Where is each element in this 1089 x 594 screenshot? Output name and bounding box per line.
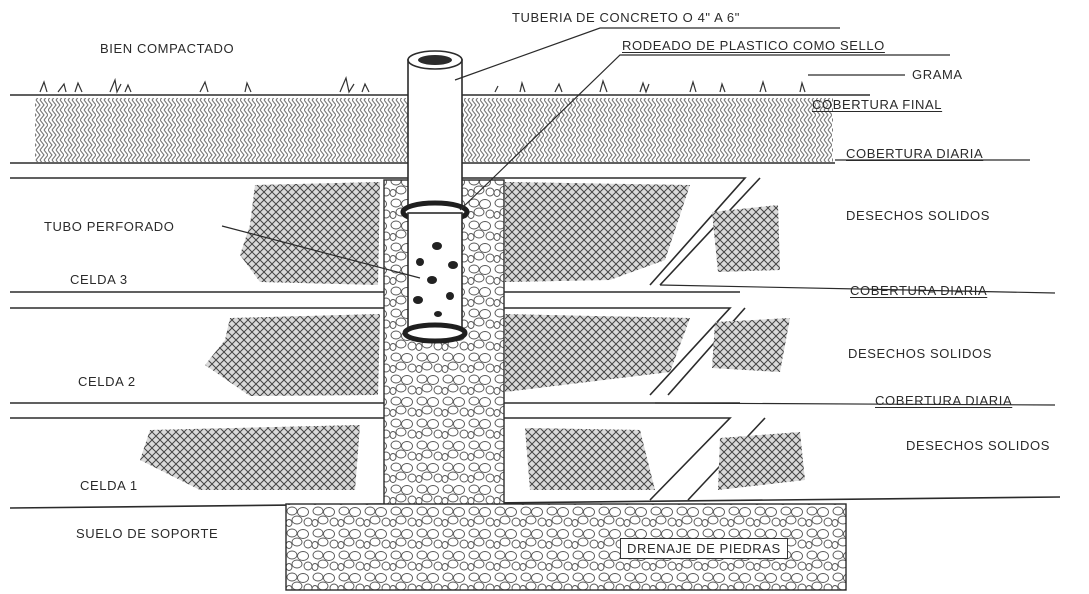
label-drenaje-de-piedras: DRENAJE DE PIEDRAS	[620, 538, 788, 559]
label-cobertura-diaria-top: COBERTURA DIARIA	[846, 146, 984, 161]
label-cobertura-final: COBERTURA FINAL	[812, 97, 943, 112]
label-desechos-solidos-3: DESECHOS SOLIDOS	[846, 208, 990, 223]
daily-cover-lines	[9, 177, 1061, 509]
leader-lines	[221, 27, 1056, 406]
label-cobertura-diaria-low: COBERTURA DIARIA	[875, 393, 1013, 408]
label-grama: GRAMA	[912, 67, 963, 82]
label-suelo-de-soporte: SUELO DE SOPORTE	[76, 526, 219, 541]
solid-waste-cell-1	[140, 425, 805, 490]
concrete-pipe	[407, 50, 463, 211]
label-celda-1: CELDA 1	[80, 478, 138, 493]
solid-waste-cell-3	[240, 182, 780, 285]
solid-waste-cell-2	[205, 314, 790, 396]
label-rodeado-plastico: RODEADO DE PLASTICO COMO SELLO	[622, 38, 885, 53]
label-cobertura-diaria-mid: COBERTURA DIARIA	[850, 283, 988, 298]
label-tubo-perforado: TUBO PERFORADO	[44, 219, 175, 234]
perforated-tube	[402, 212, 468, 344]
label-celda-2: CELDA 2	[78, 374, 136, 389]
label-bien-compactado: BIEN COMPACTADO	[100, 41, 235, 56]
label-tuberia-concreto: TUBERIA DE CONCRETO O 4" A 6"	[512, 10, 740, 25]
label-celda-3: CELDA 3	[70, 272, 128, 287]
label-desechos-solidos-2: DESECHOS SOLIDOS	[848, 346, 992, 361]
label-desechos-solidos-1: DESECHOS SOLIDOS	[906, 438, 1050, 453]
